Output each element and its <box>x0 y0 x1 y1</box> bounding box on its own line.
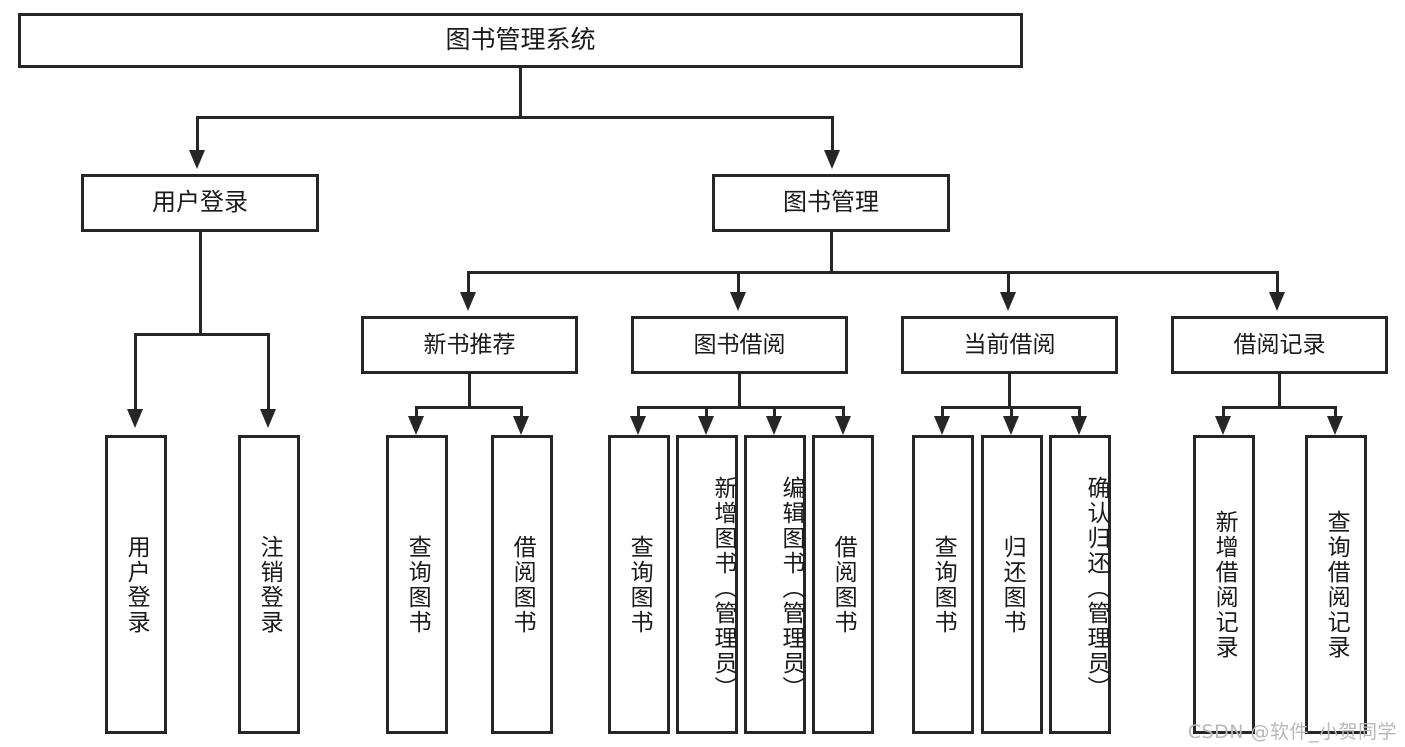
leaf-book-borrow-add-book-admin[interactable]: 新增图书（管理员） <box>676 435 738 734</box>
arrow-borrow-records-to-leaf-1 <box>1215 416 1231 435</box>
leaf-user-login-logout[interactable]: 注销登录 <box>238 435 300 734</box>
leaf-label: 归还图书 <box>999 534 1026 635</box>
node-new-book-recommend-label: 新书推荐 <box>423 331 516 358</box>
leaf-label: 新增借阅记录 <box>1211 509 1238 660</box>
edge-book-mgmt-to-new-book <box>467 271 470 293</box>
leaf-label: 查询图书 <box>626 534 653 635</box>
edge-book-borrow-to-leaf-2 <box>705 406 708 418</box>
leaf-new-book-borrow-book[interactable]: 借阅图书 <box>491 435 553 734</box>
edge-book-mgmt-to-borrow <box>737 271 740 293</box>
leaf-records-add-record[interactable]: 新增借阅记录 <box>1193 435 1255 734</box>
edge-root-to-user-login <box>196 116 199 151</box>
arrow-book-borrow-to-leaf-2 <box>698 416 714 435</box>
node-current-borrow-label: 当前借阅 <box>963 331 1056 358</box>
arrow-book-mgmt-to-borrow <box>730 292 746 311</box>
leaf-new-book-query-book[interactable]: 查询图书 <box>386 435 448 734</box>
leaf-records-query-record[interactable]: 查询借阅记录 <box>1305 435 1367 734</box>
edge-root-bar <box>196 116 834 119</box>
arrow-borrow-records-to-leaf-2 <box>1327 416 1343 435</box>
arrow-current-borrow-to-leaf-2 <box>1003 416 1019 435</box>
edge-book-borrow-bar <box>637 406 845 409</box>
arrow-book-mgmt-to-current <box>1000 292 1016 311</box>
arrow-root-to-user-login <box>189 150 205 169</box>
edge-book-borrow-to-leaf-4 <box>842 406 845 418</box>
node-user-login[interactable]: 用户登录 <box>81 174 319 232</box>
node-borrow-records[interactable]: 借阅记录 <box>1171 316 1388 374</box>
edge-borrow-records-stem <box>1278 374 1281 406</box>
edge-book-borrow-to-leaf-3 <box>773 406 776 418</box>
edge-book-mgmt-bar <box>467 271 1278 274</box>
leaf-current-borrow-query-book[interactable]: 查询图书 <box>912 435 974 734</box>
arrow-book-borrow-to-leaf-3 <box>766 416 782 435</box>
leaf-book-borrow-query-book[interactable]: 查询图书 <box>608 435 670 734</box>
edge-new-book-bar <box>415 406 523 409</box>
node-current-borrow[interactable]: 当前借阅 <box>901 316 1118 374</box>
edge-borrow-records-to-leaf-1 <box>1222 406 1225 418</box>
arrow-user-login-to-leaf-2 <box>260 409 276 428</box>
arrow-book-borrow-to-leaf-1 <box>630 416 646 435</box>
arrow-root-to-book-mgmt <box>824 150 840 169</box>
leaf-user-login-login[interactable]: 用户登录 <box>105 435 167 734</box>
arrow-current-borrow-to-leaf-3 <box>1071 416 1087 435</box>
edge-root-stem <box>519 68 522 116</box>
watermark-text: CSDN @软件_小贺同学 <box>1187 721 1397 743</box>
edge-user-login-bar <box>134 333 270 336</box>
arrow-book-borrow-to-leaf-4 <box>835 416 851 435</box>
node-root-system[interactable]: 图书管理系统 <box>18 13 1023 68</box>
arrow-new-book-to-leaf-1 <box>408 416 424 435</box>
node-root-label: 图书管理系统 <box>445 25 596 55</box>
edge-current-borrow-stem <box>1008 374 1011 406</box>
leaf-label: 借阅图书 <box>830 534 857 635</box>
leaf-label: 查询图书 <box>930 534 957 635</box>
edge-book-mgmt-to-records <box>1276 271 1279 293</box>
arrow-new-book-to-leaf-2 <box>513 416 529 435</box>
leaf-label: 注销登录 <box>256 534 283 635</box>
edge-root-to-book-mgmt <box>831 116 834 151</box>
leaf-label: 新增图书（管理员） <box>710 476 736 701</box>
edge-user-login-stem <box>199 232 202 333</box>
edge-new-book-to-leaf-1 <box>415 406 418 418</box>
edge-new-book-stem <box>468 374 471 406</box>
edge-book-borrow-to-leaf-1 <box>637 406 640 418</box>
node-user-login-label: 用户登录 <box>152 188 248 217</box>
edge-borrow-records-bar <box>1222 406 1337 409</box>
leaf-current-borrow-confirm-return-admin[interactable]: 确认归还（管理员） <box>1049 435 1111 734</box>
arrow-book-mgmt-to-records <box>1269 292 1285 311</box>
node-book-borrow-label: 图书借阅 <box>693 331 786 358</box>
edge-current-borrow-to-leaf-1 <box>941 406 944 418</box>
edge-book-borrow-stem <box>738 374 741 406</box>
edge-current-borrow-to-leaf-3 <box>1078 406 1081 418</box>
arrow-user-login-to-leaf-1 <box>127 409 143 428</box>
node-book-management[interactable]: 图书管理 <box>712 174 950 232</box>
edge-borrow-records-to-leaf-2 <box>1334 406 1337 418</box>
leaf-current-borrow-return-book[interactable]: 归还图书 <box>981 435 1043 734</box>
node-book-borrow[interactable]: 图书借阅 <box>631 316 848 374</box>
leaf-label: 查询借阅记录 <box>1323 509 1350 660</box>
edge-book-mgmt-stem <box>830 232 833 271</box>
node-new-book-recommend[interactable]: 新书推荐 <box>361 316 578 374</box>
leaf-book-borrow-edit-book-admin[interactable]: 编辑图书（管理员） <box>744 435 806 734</box>
node-borrow-records-label: 借阅记录 <box>1233 331 1326 358</box>
leaf-label: 借阅图书 <box>509 534 536 635</box>
edge-new-book-to-leaf-2 <box>520 406 523 418</box>
leaf-label: 查询图书 <box>404 534 431 635</box>
edge-book-mgmt-to-current <box>1007 271 1010 293</box>
edge-user-login-to-leaf-2 <box>267 333 270 410</box>
leaf-book-borrow-borrow-book[interactable]: 借阅图书 <box>812 435 874 734</box>
edge-user-login-to-leaf-1 <box>134 333 137 410</box>
node-book-management-label: 图书管理 <box>783 188 879 217</box>
arrow-current-borrow-to-leaf-1 <box>934 416 950 435</box>
leaf-label: 编辑图书（管理员） <box>778 476 804 701</box>
arrow-book-mgmt-to-new-book <box>460 292 476 311</box>
leaf-label: 用户登录 <box>123 534 150 635</box>
edge-current-borrow-to-leaf-2 <box>1010 406 1013 418</box>
leaf-label: 确认归还（管理员） <box>1083 476 1109 701</box>
